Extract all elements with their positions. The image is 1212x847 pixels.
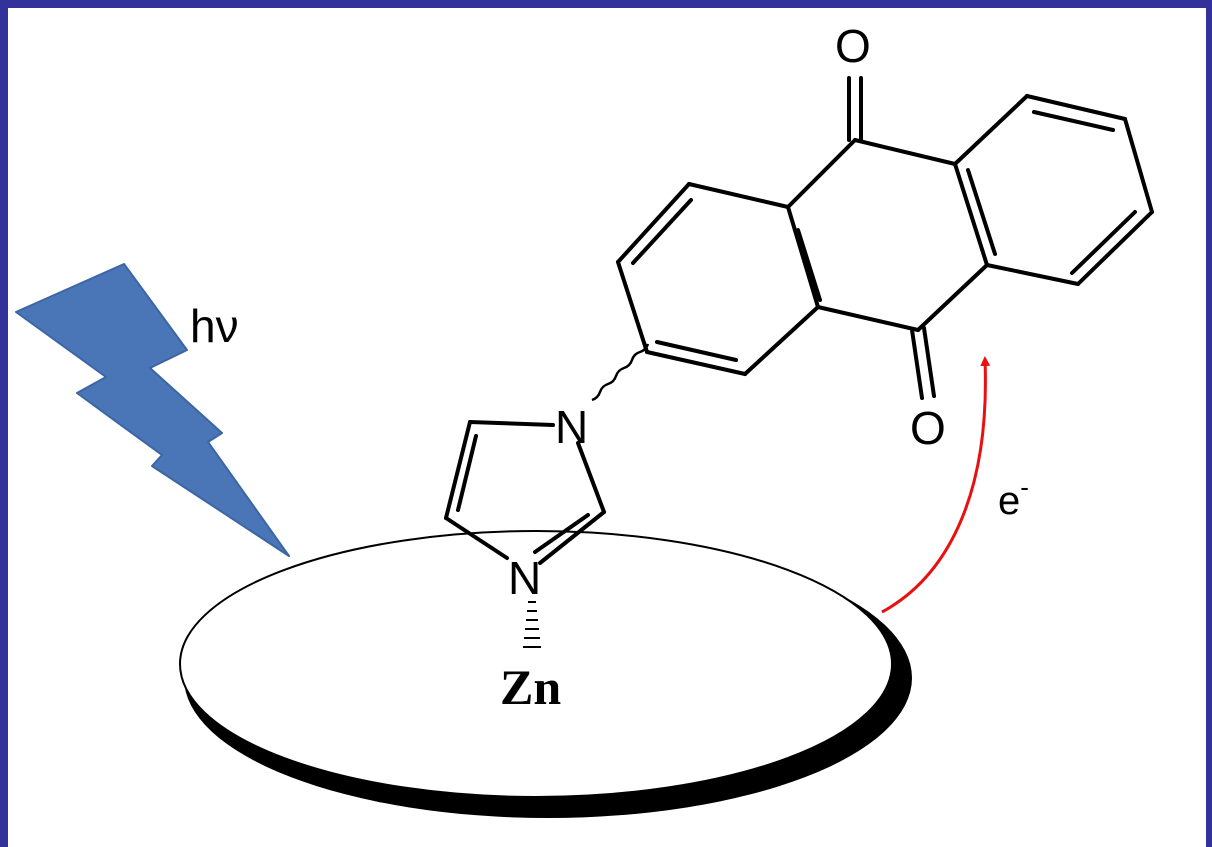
hashed-bond: [523, 601, 541, 648]
light-label: hν: [190, 300, 239, 352]
surface-disc: [179, 530, 912, 818]
curved-arrow-icon: [881, 356, 991, 614]
oxygen-bottom-label: O: [910, 402, 946, 454]
nitrogen-top-label: N: [555, 401, 588, 453]
molecule-bonds: [444, 76, 1154, 565]
wavy-bond: [591, 343, 650, 402]
zinc-label: Zn: [500, 659, 561, 715]
electron-label: e-: [998, 472, 1029, 523]
lightning-bolt-icon: [15, 263, 290, 557]
disc-top: [179, 530, 893, 798]
nitrogen-bottom-label: N: [508, 552, 541, 604]
oxygen-top-label: O: [835, 20, 871, 72]
